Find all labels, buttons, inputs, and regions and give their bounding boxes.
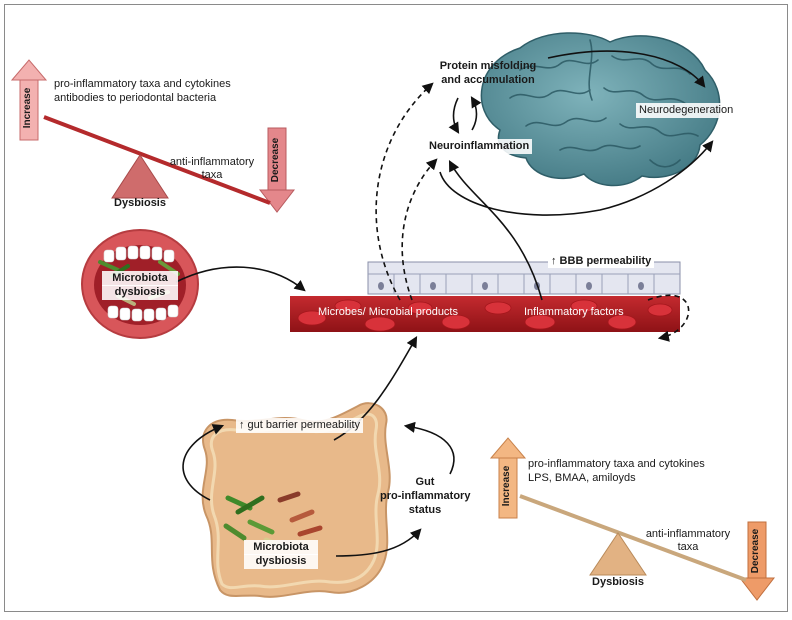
arrow-neuroinflammation-to-protein [470, 96, 482, 131]
seesaw-right-anti-line1: anti-inflammatory [645, 528, 731, 540]
mouth-microbiota-line2: dysbiosis [102, 285, 178, 300]
fulcrum-right [589, 532, 647, 576]
neuroinflammation-label: Neuroinflammation [426, 139, 533, 154]
gut-illustration [201, 402, 391, 598]
seesaw-right-anti-line2: taxa [677, 541, 699, 553]
seesaw-beam-right [519, 494, 747, 582]
neurodegeneration-label: Neurodegeneration [636, 103, 737, 118]
brain-illustration [480, 32, 721, 187]
gut-barrier-permeability-label: ↑ gut barrier permeability [236, 418, 364, 433]
gut-microbiota-line2: dysbiosis [244, 554, 318, 569]
mouth-microbiota-line1: Microbiota [102, 271, 178, 286]
increase-label-right: Increase [501, 465, 512, 507]
seesaw-left-anti-line1: anti-inflammatory [169, 156, 255, 168]
protein-misfolding-line2: and accumulation [441, 74, 535, 86]
arrow-status-to-barrier [403, 421, 455, 475]
microbes-label: Microbes/ Microbial products [318, 306, 458, 318]
seesaw-left-anti-line2: taxa [201, 169, 223, 181]
bottom-right-seesaw [489, 437, 776, 601]
seesaw-beam-left [43, 115, 271, 205]
seesaw-left-items-line1: pro-inflammatory taxa and cytokines [54, 78, 231, 90]
arrow-dysbiosis-to-status [335, 528, 422, 557]
gut-status-line1: Gut [415, 476, 435, 488]
dashed-arrow-microbes-to-protein [375, 82, 434, 301]
seesaw-right-items-line1: pro-inflammatory taxa and cytokines [528, 458, 705, 470]
increase-arrow-right [489, 437, 527, 519]
top-left-seesaw [10, 59, 296, 213]
arrow-neuroinflammation-to-neurodegeneration [439, 140, 714, 216]
arrow-protein-to-neurodegeneration [547, 50, 706, 88]
gut-status-line2: pro-inflammatory [380, 490, 471, 502]
arrow-gut-dysbiosis-to-barrier [182, 424, 225, 501]
protein-misfolding-line1: Protein misfolding [439, 60, 537, 72]
inflammatory-factors-label: Inflammatory factors [524, 306, 624, 318]
seesaw-right-items-line2: LPS, BMAA, amiloyds [528, 472, 636, 484]
arrow-inflammatory-to-neuroinflammation [448, 160, 543, 301]
arrow-protein-to-neuroinflammation [448, 97, 460, 134]
arrow-mouth-to-vessel [175, 266, 306, 292]
dysbiosis-label-right: Dysbiosis [592, 576, 644, 588]
fulcrum-left [111, 154, 169, 199]
gut-microbiota-line1: Microbiota [244, 540, 318, 555]
increase-arrow-left [10, 59, 48, 141]
dashed-arrow-inflammatory-loop [647, 294, 690, 342]
increase-label-left: Increase [22, 87, 33, 129]
blood-vessel [290, 296, 680, 332]
decrease-arrow-right [738, 521, 776, 601]
gut-status-line3: status [408, 504, 442, 516]
seesaw-left-items-line2: antibodies to periodontal bacteria [54, 92, 217, 104]
dysbiosis-label-left: Dysbiosis [114, 197, 166, 209]
decrease-label-right: Decrease [750, 528, 761, 574]
bbb-permeability-label: ↑ BBB permeability [548, 255, 655, 268]
dashed-arrows [375, 82, 690, 342]
decrease-label-left: Decrease [270, 137, 281, 183]
dashed-arrow-microbes-to-neuroinflammation [401, 158, 438, 301]
